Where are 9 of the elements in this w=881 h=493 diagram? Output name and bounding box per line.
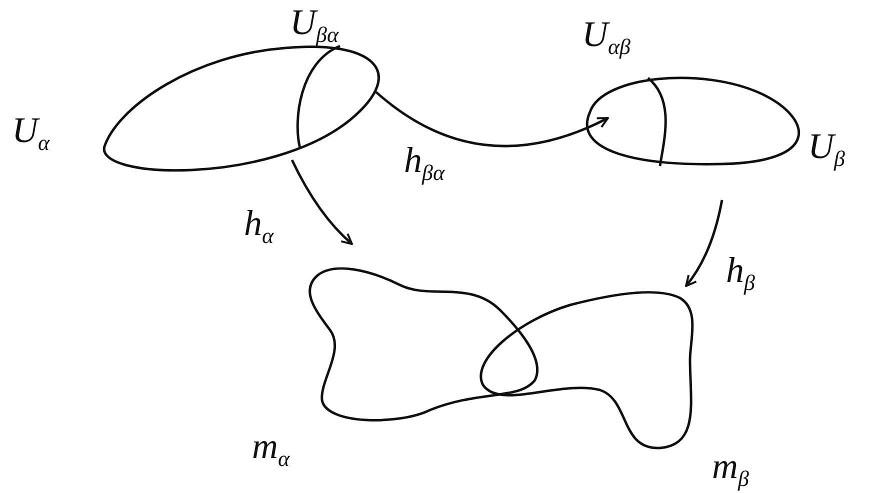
region-label: m$_{α}$ [252,428,290,470]
arrow [290,159,353,245]
set-label: U$_{αβ}$ [582,16,631,58]
set-label: U$_{β}$ [808,128,845,170]
arrow [375,91,609,148]
set-label: U$_{α}$ [12,112,50,154]
region-label: m$_{β}$ [712,448,749,490]
set-label: U$_{βα}$ [290,4,339,46]
arrow [685,200,724,287]
